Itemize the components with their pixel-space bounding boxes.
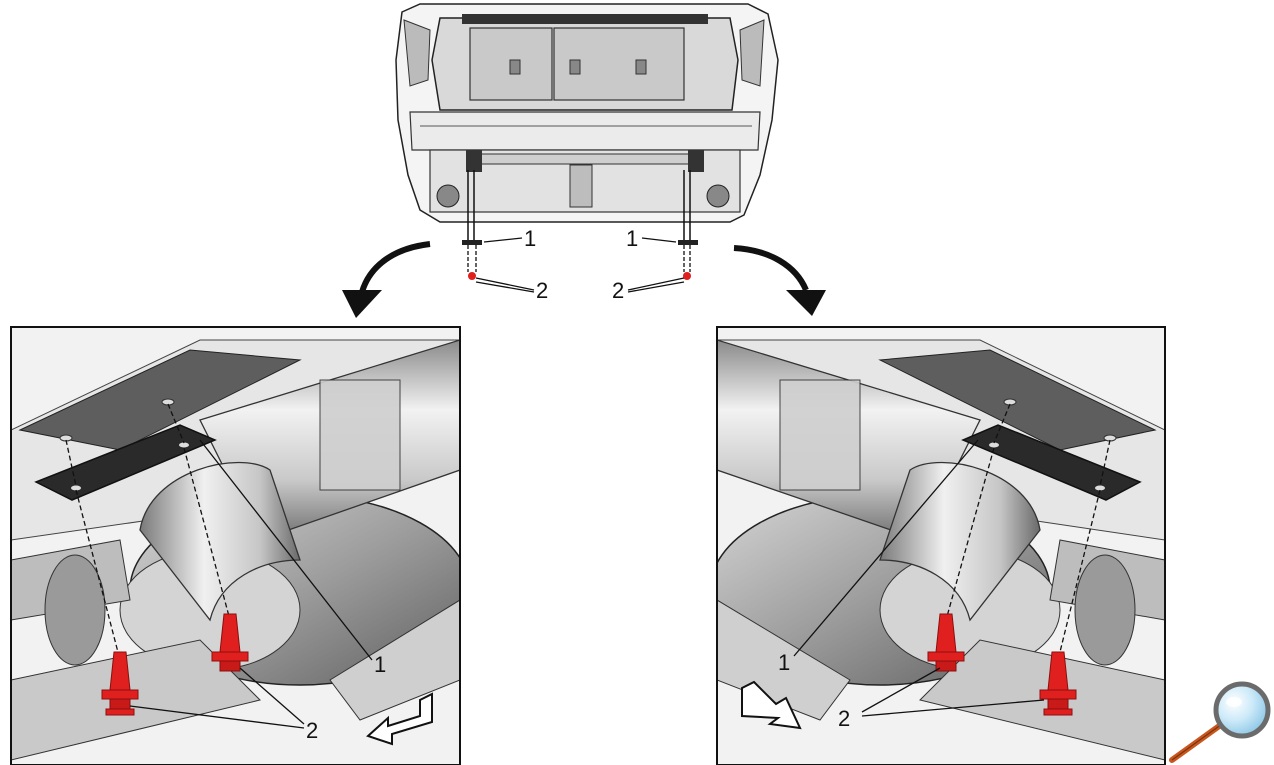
right-panel-frame: [716, 326, 1166, 765]
fastener-left-a: [101, 651, 139, 716]
callout-right-panel-1: 1: [778, 650, 790, 675]
callout-top-right-1: 1: [626, 226, 638, 251]
arrow-to-right-detail: [733, 245, 809, 292]
fastener-left-b: [211, 613, 249, 672]
bracket-mini-left: [462, 240, 482, 245]
left-panel-frame: [10, 326, 461, 765]
exhaust-bracket-plate-right: [961, 424, 1142, 501]
fastener-mini-left: [468, 272, 476, 280]
callout-top-left-2: 2: [536, 278, 548, 303]
fastener-right-b: [1039, 651, 1077, 716]
callout-top-left-1: 1: [524, 226, 536, 251]
arrow-to-left-detail: [359, 241, 431, 293]
callout-left-panel-1: 1: [374, 652, 386, 677]
magnifier-icon[interactable]: [1166, 680, 1274, 765]
fastener-right-a: [927, 613, 965, 672]
left-detail-panel: 1 2: [10, 326, 461, 765]
rear-bumper: [409, 111, 761, 151]
direction-arrow-left: [366, 692, 433, 746]
callout-right-panel-2: 2: [838, 706, 850, 731]
exhaust-bracket-plate-left: [34, 424, 217, 501]
callout-left-panel-2: 2: [306, 718, 318, 743]
fastener-mini-right: [683, 272, 691, 280]
bracket-mini-right: [678, 240, 698, 245]
right-detail-panel: 1 2: [716, 326, 1166, 765]
callout-top-right-2: 2: [612, 278, 624, 303]
direction-arrow-right: [741, 680, 802, 730]
vehicle-rear-overview: 1 1 2 2: [342, 3, 826, 318]
